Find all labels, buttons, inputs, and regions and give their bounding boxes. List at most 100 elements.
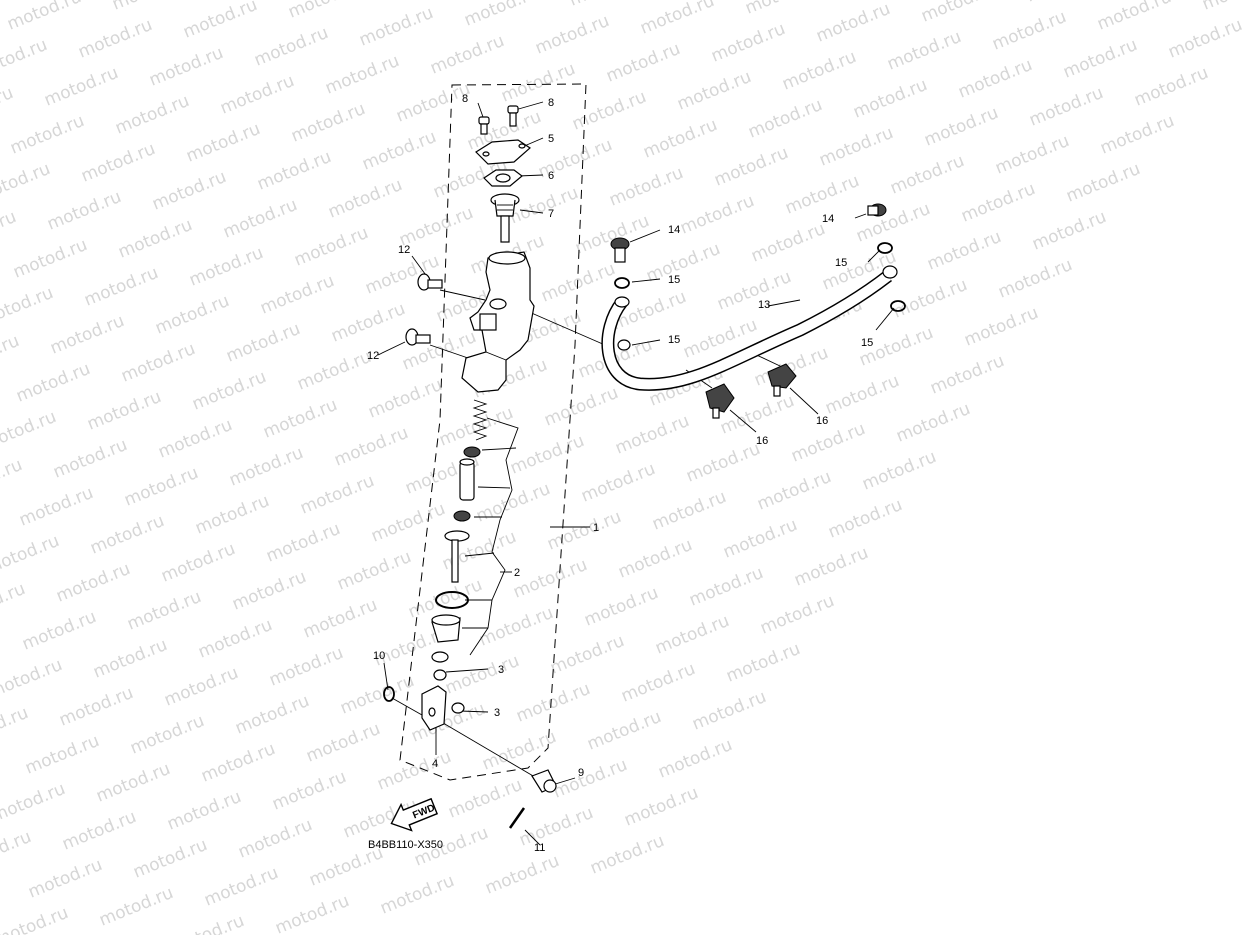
- nut-3-lower: [451, 702, 465, 714]
- watermark-text: motod.ru: [637, 0, 717, 39]
- callout-14-right: 14: [822, 213, 834, 225]
- watermark-text: motod.ru: [50, 435, 130, 483]
- bolt-12-upper: [417, 273, 443, 291]
- watermark-text: motod.ru: [44, 187, 124, 235]
- watermark-text: motod.ru: [90, 635, 170, 683]
- watermark-text: motod.ru: [81, 263, 161, 311]
- watermark-text: motod.ru: [257, 271, 337, 319]
- callout-3-lower: 3: [494, 707, 500, 719]
- watermark-text: motod.ru: [532, 11, 612, 59]
- watermark-text: motod.ru: [130, 835, 210, 883]
- watermark-text: motod.ru: [513, 679, 593, 727]
- watermark-text: motod.ru: [618, 659, 698, 707]
- watermark-text: motod.ru: [995, 255, 1075, 303]
- watermark-text: motod.ru: [708, 19, 788, 67]
- watermark-text: motod.ru: [291, 223, 371, 271]
- callout-8-left: 8: [462, 93, 468, 105]
- watermark-text: motod.ru: [0, 655, 65, 703]
- watermark-text: motod.ru: [584, 707, 664, 755]
- watermark-text: motod.ru: [303, 719, 383, 767]
- watermark-text: motod.ru: [368, 499, 448, 547]
- watermark-text: motod.ru: [0, 83, 16, 131]
- callout-16-left: 16: [756, 435, 768, 447]
- watermark-text: motod.ru: [510, 555, 590, 603]
- watermark-text: motod.ru: [146, 43, 226, 91]
- piston: [459, 458, 475, 501]
- watermark-text: motod.ru: [96, 883, 176, 931]
- watermark-text: motod.ru: [822, 371, 902, 419]
- watermark-text: motod.ru: [742, 0, 822, 19]
- callout-8-right: 8: [548, 97, 554, 109]
- watermark-text: motod.ru: [75, 15, 155, 63]
- bolt-8-right: [507, 105, 519, 127]
- watermark-text: motod.ru: [334, 547, 414, 595]
- watermark-text: motod.ru: [0, 331, 22, 379]
- callout-11: 11: [534, 842, 545, 854]
- watermark-text: motod.ru: [0, 0, 13, 7]
- watermark-text: motod.ru: [149, 167, 229, 215]
- watermark-text: motod.ru: [112, 91, 192, 139]
- watermark-text: motod.ru: [1026, 83, 1106, 131]
- watermark-text: motod.ru: [288, 99, 368, 147]
- washer-10: [383, 686, 395, 702]
- watermark-text: motod.ru: [566, 0, 646, 11]
- diaphragm: [490, 193, 520, 243]
- watermark-text: motod.ru: [603, 39, 683, 87]
- watermark-text: motod.ru: [569, 87, 649, 135]
- watermark-text: motod.ru: [78, 139, 158, 187]
- watermark-text: motod.ru: [164, 787, 244, 835]
- watermark-text: motod.ru: [890, 275, 970, 323]
- watermark-text: motod.ru: [615, 535, 695, 583]
- watermark-text: motod.ru: [498, 59, 578, 107]
- callout-9: 9: [578, 767, 584, 779]
- hose-clamp-16-b: [767, 363, 797, 397]
- watermark-text: motod.ru: [1063, 159, 1143, 207]
- callout-10: 10: [373, 650, 385, 662]
- watermark-text: motod.ru: [223, 319, 303, 367]
- seal-ring-upper: [463, 446, 481, 458]
- watermark-text: motod.ru: [158, 539, 238, 587]
- watermark-text: motod.ru: [1029, 207, 1109, 255]
- watermark-text: motod.ru: [436, 403, 516, 451]
- watermark-text: motod.ru: [254, 147, 334, 195]
- watermark-text: motod.ru: [924, 227, 1004, 275]
- watermark-text: motod.ru: [621, 783, 701, 831]
- callout-1: 1: [593, 522, 599, 534]
- watermark-text: motod.ru: [266, 643, 346, 691]
- watermark-text: motod.ru: [183, 119, 263, 167]
- callout-2: 2: [514, 567, 520, 579]
- watermark-text: motod.ru: [260, 395, 340, 443]
- watermark-text: motod.ru: [226, 443, 306, 491]
- watermark-text: motod.ru: [720, 515, 800, 563]
- push-rod: [444, 530, 470, 583]
- watermark-text: motod.ru: [473, 479, 553, 527]
- watermark-text: motod.ru: [547, 631, 627, 679]
- callout-labels: 8 8 5 6 7 12 12 1 2 3 3 10 4 9 11 14 15 …: [367, 93, 873, 854]
- watermark-text: motod.ru: [0, 827, 34, 875]
- watermark-text: motod.ru: [1199, 0, 1246, 15]
- gasket-15-a: [614, 277, 630, 289]
- watermark-text: motod.ru: [887, 151, 967, 199]
- watermark-text: motod.ru: [686, 563, 766, 611]
- watermark-text: motod.ru: [53, 559, 133, 607]
- watermark-text: motod.ru: [263, 519, 343, 567]
- watermark-text: motod.ru: [359, 127, 439, 175]
- callout-3-upper: 3: [498, 664, 504, 676]
- pin-9: [531, 769, 557, 793]
- watermark-text: motod.ru: [189, 367, 269, 415]
- bolt-12-lower: [405, 328, 431, 346]
- watermark-text: motod.ru: [328, 299, 408, 347]
- watermark-text: motod.ru: [0, 35, 50, 83]
- watermark-text: motod.ru: [272, 891, 352, 935]
- watermark-text: motod.ru: [516, 803, 596, 851]
- watermark-text: motod.ru: [482, 851, 562, 899]
- watermark-text: motod.ru: [445, 775, 525, 823]
- union-bolt-14-right: [867, 203, 887, 217]
- watermark-text: motod.ru: [297, 471, 377, 519]
- watermark-text: motod.ru: [220, 195, 300, 243]
- callout-15-c: 15: [835, 257, 847, 269]
- watermark-text: motod.ru: [918, 0, 998, 27]
- watermark-text: motod.ru: [921, 103, 1001, 151]
